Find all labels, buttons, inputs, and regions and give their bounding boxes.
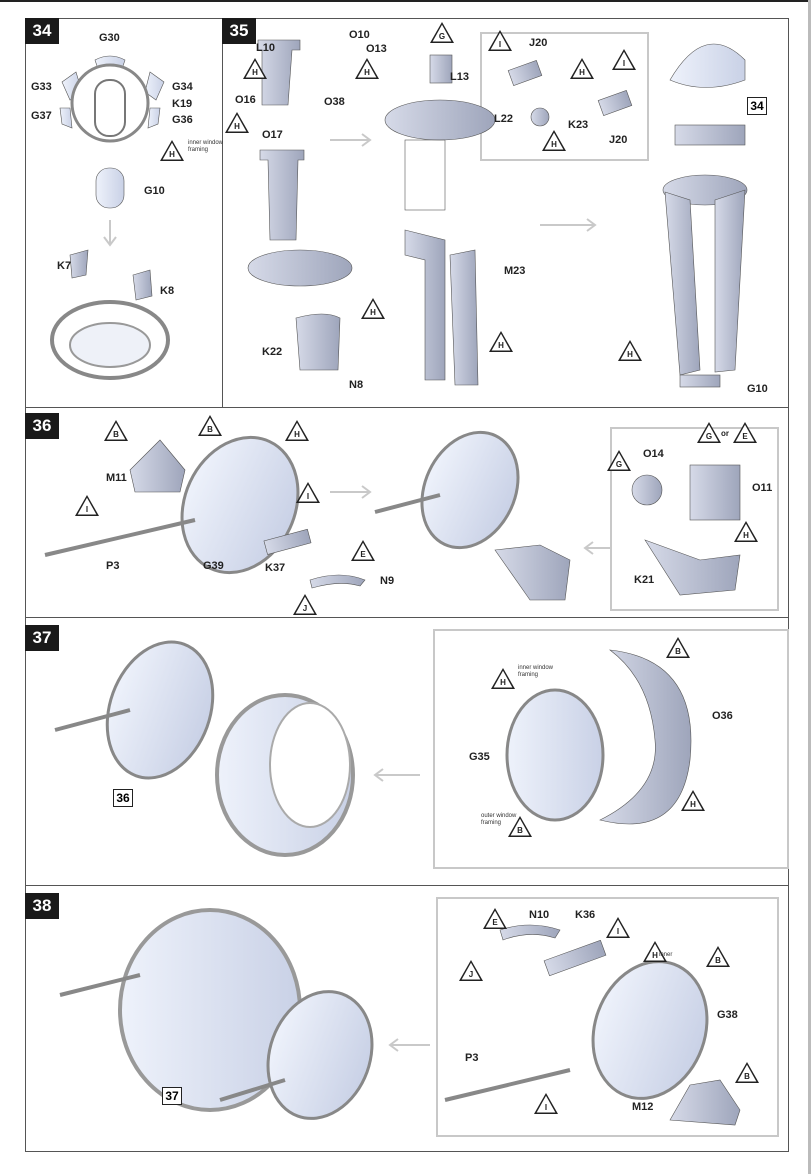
color-code-triangle: E	[351, 540, 375, 561]
color-code-triangle: B	[104, 420, 128, 441]
part-label: G10	[747, 383, 768, 395]
part-label: G36	[172, 114, 193, 126]
part-label: G39	[203, 560, 224, 572]
color-code-triangle: B	[735, 1062, 759, 1083]
k7-part	[69, 249, 89, 279]
part-label: M11	[106, 472, 127, 484]
color-code-triangle: E	[733, 422, 757, 443]
callout-note: outer window framing	[481, 813, 517, 826]
step-reference-box: 36	[113, 789, 133, 807]
color-code-triangle: I	[75, 495, 99, 516]
part-label: K8	[160, 285, 175, 297]
part-label: N8	[349, 379, 364, 391]
part-label: M23	[504, 265, 526, 277]
part-label: O13	[366, 43, 387, 55]
g37-part	[59, 107, 73, 129]
part-label: O10	[349, 29, 370, 41]
part-label: L22	[494, 113, 513, 125]
color-code-triangle: I	[534, 1093, 558, 1114]
color-code-triangle: B	[666, 637, 690, 658]
part-label: P3	[106, 560, 120, 572]
color-code-triangle: H	[225, 112, 249, 133]
color-code-triangle: H	[361, 298, 385, 319]
top-rule	[0, 0, 811, 2]
part-label: O36	[712, 710, 733, 722]
step-reference-box: 34	[747, 97, 767, 115]
part-label: J20	[529, 37, 548, 49]
part-label: G34	[172, 81, 193, 93]
color-code-triangle: H	[285, 420, 309, 441]
part-label: P3	[465, 1052, 479, 1064]
part-label: K21	[634, 574, 655, 586]
page-edge	[808, 0, 811, 1174]
part-label: O17	[262, 129, 283, 141]
color-code-triangle: G	[607, 450, 631, 471]
color-code-triangle: J	[459, 960, 483, 981]
color-code-triangle: H	[160, 140, 184, 161]
part-label: K19	[172, 98, 193, 110]
color-code-triangle: H	[570, 58, 594, 79]
part-label: K7	[57, 260, 72, 272]
color-code-triangle: B	[706, 946, 730, 967]
part-label: O14	[643, 448, 664, 460]
k8-part	[132, 269, 153, 301]
part-label: M12	[632, 1101, 654, 1113]
g34-part	[144, 71, 165, 101]
callout-note: inner window framing	[518, 665, 554, 678]
callout-note: inner	[659, 952, 673, 958]
color-code-triangle: I	[296, 482, 320, 503]
step-reference-box: 37	[162, 1087, 182, 1105]
part-label: N10	[529, 909, 550, 921]
color-code-triangle: H	[491, 668, 515, 689]
color-code-triangle: H	[643, 941, 667, 962]
color-code-triangle: H	[618, 340, 642, 361]
color-code-triangle: B	[508, 816, 532, 837]
part-label: G33	[31, 81, 52, 93]
part-label: G10	[144, 185, 165, 197]
part-label: G35	[469, 751, 490, 763]
g36-part	[147, 107, 161, 129]
color-code-triangle: H	[681, 790, 705, 811]
color-code-triangle: E	[483, 908, 507, 929]
color-code-triangle: I	[612, 49, 636, 70]
part-label: G37	[31, 110, 52, 122]
color-code-triangle: B	[198, 415, 222, 436]
part-label: O11	[752, 482, 773, 494]
color-code-triangle: I	[488, 30, 512, 51]
step-number-35: 35	[222, 18, 256, 44]
step-number-38: 38	[25, 893, 59, 919]
part-label: K23	[568, 119, 589, 131]
step-number-34: 34	[25, 18, 59, 44]
flow-arrows	[103, 133, 610, 1052]
color-code-triangle: I	[606, 917, 630, 938]
color-code-triangle: J	[293, 594, 317, 615]
part-label: K22	[262, 346, 283, 358]
part-label: L13	[450, 71, 469, 83]
color-code-triangle: G	[697, 422, 721, 443]
part-label: O38	[324, 96, 345, 108]
color-code-triangle: H	[355, 58, 379, 79]
callout-note: inner window framing	[188, 140, 224, 153]
part-label: J20	[609, 134, 628, 146]
step-number-36: 36	[25, 413, 59, 439]
part-label: K37	[265, 562, 286, 574]
or-label: or	[721, 429, 729, 438]
color-code-triangle: H	[243, 58, 267, 79]
part-label: N9	[380, 575, 395, 587]
step-number-37: 37	[25, 625, 59, 651]
color-code-triangle: H	[734, 521, 758, 542]
color-code-triangle: H	[542, 130, 566, 151]
g10-part	[95, 167, 125, 209]
part-label: G30	[99, 32, 120, 44]
part-label: L10	[256, 42, 275, 54]
color-code-triangle: H	[489, 331, 513, 352]
part-label: G38	[717, 1009, 738, 1021]
color-code-triangle: G	[430, 22, 454, 43]
part-label: O16	[235, 94, 256, 106]
part-label: K36	[575, 909, 596, 921]
